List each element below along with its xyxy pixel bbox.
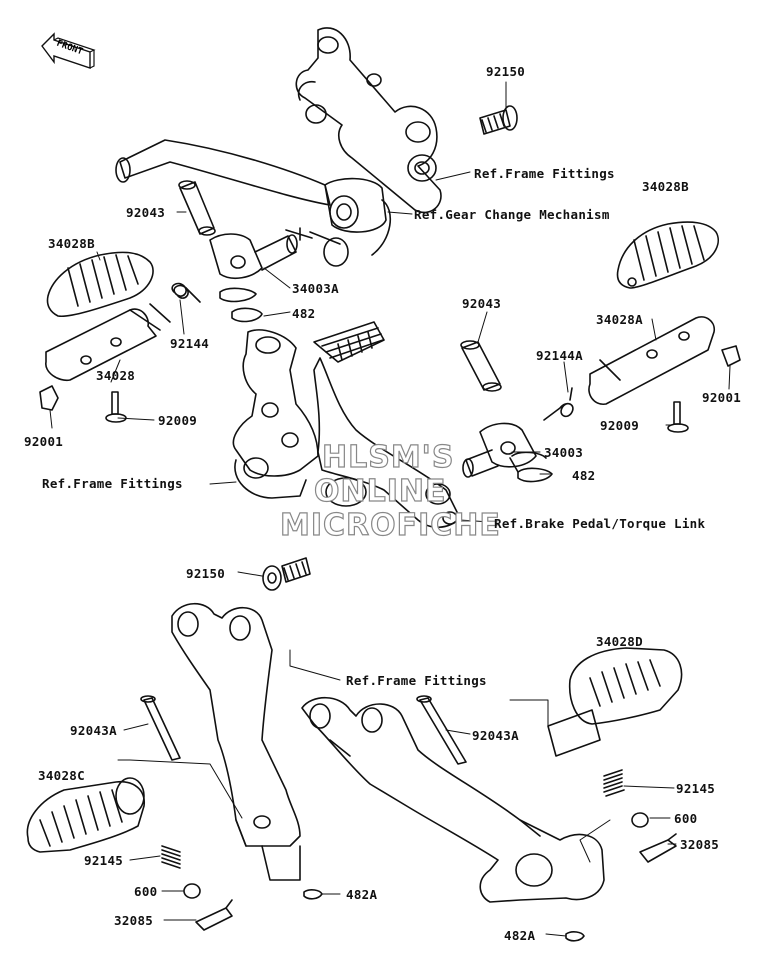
pin-92043-a — [178, 180, 216, 236]
label-34028: 34028 — [96, 368, 136, 383]
pin-92150-mid — [262, 557, 311, 591]
front-arrow-icon — [41, 32, 96, 69]
label-600-left: 600 — [134, 884, 158, 899]
label-92150-top: 92150 — [486, 64, 526, 79]
washer-482-a — [231, 307, 263, 323]
ball-600-right — [631, 812, 649, 828]
label-92043-b: 92043 — [462, 296, 502, 311]
label-ref-gear-change: Ref.Gear Change Mechanism — [414, 207, 610, 222]
label-34028A: 34028A — [596, 312, 643, 327]
label-34003: 34003 — [544, 445, 584, 460]
clip-482A-right — [565, 931, 585, 942]
footpeg-bracket-34028 — [45, 303, 171, 382]
label-92144: 92144 — [170, 336, 210, 351]
label-482-b: 482 — [572, 468, 596, 483]
label-ref-frame-fittings-3: Ref.Frame Fittings — [346, 673, 487, 688]
bolt-92009-left — [105, 391, 127, 423]
label-482A-right: 482A — [504, 928, 536, 943]
label-34028B-right: 34028B — [642, 179, 689, 194]
label-482-a: 482 — [292, 306, 316, 321]
clip-482A-left — [303, 889, 323, 900]
label-ref-brake-pedal: Ref.Brake Pedal/Torque Link — [494, 516, 706, 531]
label-ref-frame-fittings-1: Ref.Frame Fittings — [474, 166, 615, 181]
label-92150-mid: 92150 — [186, 566, 226, 581]
brake-bracket — [232, 329, 319, 499]
footpeg-34028D — [547, 647, 683, 757]
bolt-92001-right — [721, 345, 741, 367]
rear-bracket-left — [171, 602, 301, 881]
footpeg-bracket-34028A — [588, 316, 716, 405]
joint-34003A — [209, 227, 313, 280]
label-92009-left: 92009 — [158, 413, 198, 428]
footpeg-rubber-left — [46, 251, 154, 318]
label-92043-a: 92043 — [126, 205, 166, 220]
label-92001-left: 92001 — [24, 434, 64, 449]
footpeg-34028C — [26, 777, 145, 853]
pin-92043A-left — [140, 695, 181, 761]
label-92001-right: 92001 — [702, 390, 742, 405]
spring-92144A — [543, 387, 574, 421]
label-34003A: 34003A — [292, 281, 339, 296]
label-92144A: 92144A — [536, 348, 583, 363]
label-34028C: 34028C — [38, 768, 85, 783]
brake-pedal — [313, 321, 461, 529]
bolt-92001-left — [39, 385, 59, 411]
label-92009-right: 92009 — [600, 418, 640, 433]
footpeg-rubber-right — [616, 221, 720, 289]
label-32085-left: 32085 — [114, 913, 154, 928]
washer-482-b — [517, 467, 553, 483]
label-482A-left: 482A — [346, 887, 378, 902]
label-92145-left: 92145 — [84, 853, 124, 868]
label-92043A-left: 92043A — [70, 723, 117, 738]
label-32085-right: 32085 — [680, 837, 720, 852]
gear-bracket — [295, 27, 442, 214]
front-direction-badge: FRONT — [36, 28, 98, 70]
label-34028D: 34028D — [596, 634, 643, 649]
leader-lines — [49, 81, 731, 937]
label-34028B-left: 34028B — [48, 236, 95, 251]
watermark-line-3: MICROFICHE — [279, 507, 501, 543]
watermark-line-2: ONLINE — [313, 473, 447, 509]
shift-lever — [115, 139, 391, 267]
label-92145-right: 92145 — [676, 781, 716, 796]
rear-bracket-right — [301, 697, 605, 903]
pin-92043-b — [460, 340, 502, 392]
pin-92043A-right — [416, 695, 467, 765]
label-ref-frame-fittings-2: Ref.Frame Fittings — [42, 476, 183, 491]
pin-92150-top — [479, 105, 518, 135]
spring-92145-left — [161, 845, 181, 869]
spring-92145-right — [603, 769, 625, 797]
label-92043A-right: 92043A — [472, 728, 519, 743]
bolt-92009-right — [667, 401, 689, 433]
joint-34003 — [462, 422, 537, 478]
watermark-line-1: HLSM'S — [321, 439, 455, 475]
ball-600-left — [183, 883, 201, 899]
washer-34003A-b — [219, 287, 257, 303]
washer-34003-b — [511, 451, 547, 459]
label-600-right: 600 — [674, 811, 698, 826]
spring-92144 — [171, 282, 201, 303]
plate-32085-left — [195, 899, 233, 931]
plate-32085-right — [639, 833, 677, 863]
